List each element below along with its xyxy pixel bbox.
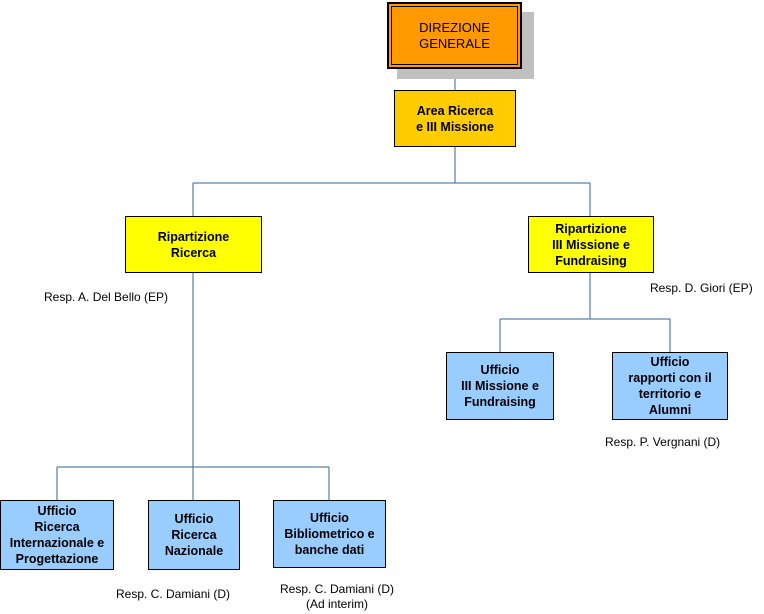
resp-ufficio-territorio: Resp. P. Vergnani (D)	[605, 435, 721, 449]
node-ufficio-biblio[interactable]: Ufficio Bibliometrico e banche dati	[273, 500, 386, 568]
node-area-ricerca[interactable]: Area Ricerca e III Missione	[394, 90, 516, 147]
node-ripartizione-missione-label: Ripartizione III Missione e Fundraising	[552, 221, 630, 268]
node-ufficio-territorio[interactable]: Ufficio rapporti con il territorio e Alu…	[612, 352, 728, 420]
node-ufficio-nazionale-label: Ufficio Ricerca Nazionale	[164, 512, 224, 558]
resp-ufficio-biblio: Resp. C. Damiani (D)	[279, 582, 395, 596]
node-ufficio-nazionale[interactable]: Ufficio Ricerca Nazionale	[148, 500, 240, 570]
node-ripartizione-ricerca-label: Ripartizione Ricerca	[157, 229, 230, 260]
resp-ufficio-biblio-note: (Ad interim)	[305, 597, 369, 611]
node-ufficio-missione[interactable]: Ufficio III Missione e Fundraising	[446, 352, 554, 420]
node-ufficio-biblio-label: Ufficio Bibliometrico e banche dati	[284, 511, 375, 557]
node-ufficio-territorio-label: Ufficio rapporti con il territorio e Alu…	[628, 355, 712, 417]
node-direzione-generale-label: DIREZIONE GENERALE	[419, 19, 490, 51]
node-ufficio-internazionale[interactable]: Ufficio Ricerca Internazionale e Progett…	[0, 500, 114, 570]
node-ripartizione-ricerca[interactable]: Ripartizione Ricerca	[125, 216, 262, 273]
resp-ripartizione-missione: Resp. D. Giori (EP)	[650, 281, 753, 295]
resp-ufficio-nazionale: Resp. C. Damiani (D)	[116, 587, 231, 601]
node-direzione-generale[interactable]: DIREZIONE GENERALE	[387, 2, 522, 69]
node-ufficio-missione-label: Ufficio III Missione e Fundraising	[461, 363, 539, 409]
node-ufficio-internazionale-label: Ufficio Ricerca Internazionale e Progett…	[9, 504, 105, 566]
resp-ripartizione-ricerca: Resp. A. Del Bello (EP)	[44, 290, 169, 304]
node-area-ricerca-label: Area Ricerca e III Missione	[416, 103, 494, 134]
node-ripartizione-missione[interactable]: Ripartizione III Missione e Fundraising	[528, 216, 654, 273]
